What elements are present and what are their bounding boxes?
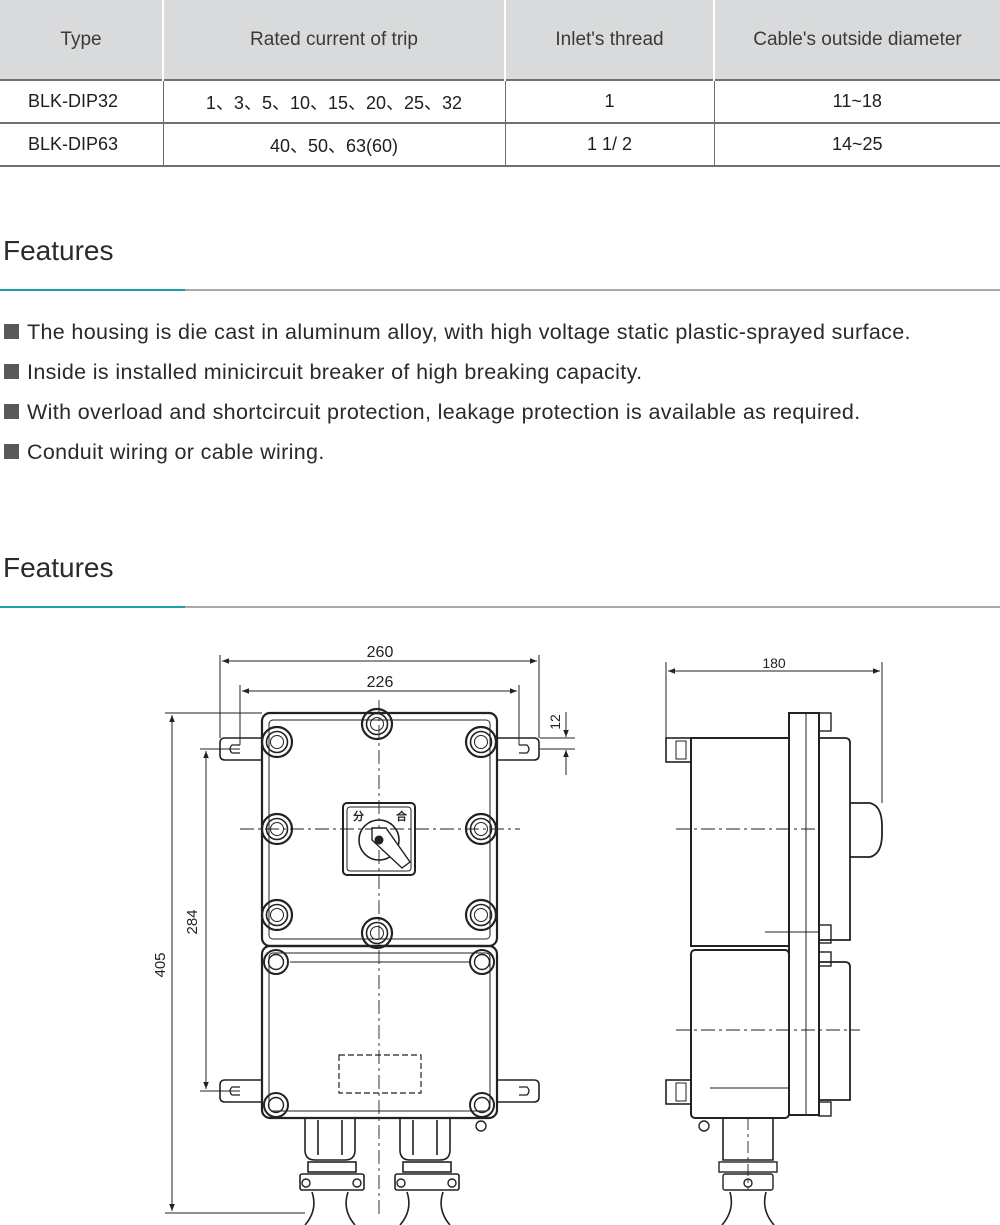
dim-total-height: 405 xyxy=(152,952,169,977)
switch-label-off: 分 xyxy=(353,809,364,823)
dim-mount-height: 284 xyxy=(184,909,201,934)
cell-rated-current: 40、50、63(60) xyxy=(163,123,506,167)
switch-label-on: 合 xyxy=(396,809,408,823)
header-inlet-thread: Inlet's thread xyxy=(505,0,715,80)
feature-text: Conduit wiring or cable wiring. xyxy=(27,440,325,464)
feature-text: The housing is die cast in aluminum allo… xyxy=(27,320,911,344)
cell-inlet-thread: 1 1/ 2 xyxy=(505,123,715,167)
divider-accent xyxy=(0,289,185,291)
divider-accent xyxy=(0,606,185,608)
square-bullet-icon xyxy=(4,444,19,459)
list-item: Inside is installed minicircuit breaker … xyxy=(4,352,998,392)
spec-table: Type Rated current of trip Inlet's threa… xyxy=(0,0,1000,167)
side-view xyxy=(665,662,883,1225)
drawing-heading: Features xyxy=(3,552,114,583)
header-rated-current: Rated current of trip xyxy=(163,0,506,80)
dim-bolt-spacing: 226 xyxy=(367,674,394,691)
dimension-drawing: 260 226 12 284 405 分 合 xyxy=(152,644,883,1225)
header-type: Type xyxy=(0,0,164,80)
table-header-row: Type Rated current of trip Inlet's threa… xyxy=(0,0,1000,80)
cell-rated-current: 1、3、5、10、15、20、25、32 xyxy=(163,79,506,124)
drawing-divider xyxy=(0,606,1000,608)
feature-list: The housing is die cast in aluminum allo… xyxy=(4,312,998,472)
features-divider xyxy=(0,289,1000,291)
cell-type: BLK-DIP63 xyxy=(0,123,164,167)
list-item: Conduit wiring or cable wiring. xyxy=(4,432,998,472)
cell-cable-diameter: 14~25 xyxy=(714,123,1000,167)
feature-text: With overload and shortcircuit protectio… xyxy=(27,400,861,424)
cell-inlet-thread: 1 xyxy=(505,79,715,124)
list-item: With overload and shortcircuit protectio… xyxy=(4,392,998,432)
dim-side-depth: 180 xyxy=(762,655,786,671)
front-view xyxy=(165,655,575,1225)
square-bullet-icon xyxy=(4,324,19,339)
header-cable-diameter: Cable's outside diameter xyxy=(714,0,1000,80)
cell-type: BLK-DIP32 xyxy=(0,79,164,124)
features-heading: Features xyxy=(3,235,114,266)
table-row: BLK-DIP32 1、3、5、10、15、20、25、32 1 11~18 xyxy=(0,79,1000,124)
square-bullet-icon xyxy=(4,404,19,419)
list-item: The housing is die cast in aluminum allo… xyxy=(4,312,998,352)
cell-cable-diameter: 11~18 xyxy=(714,79,1000,124)
feature-text: Inside is installed minicircuit breaker … xyxy=(27,360,643,384)
dim-ear-offset: 12 xyxy=(547,714,563,730)
square-bullet-icon xyxy=(4,364,19,379)
table-row: BLK-DIP63 40、50、63(60) 1 1/ 2 14~25 xyxy=(0,123,1000,167)
dim-front-width: 260 xyxy=(367,644,394,661)
